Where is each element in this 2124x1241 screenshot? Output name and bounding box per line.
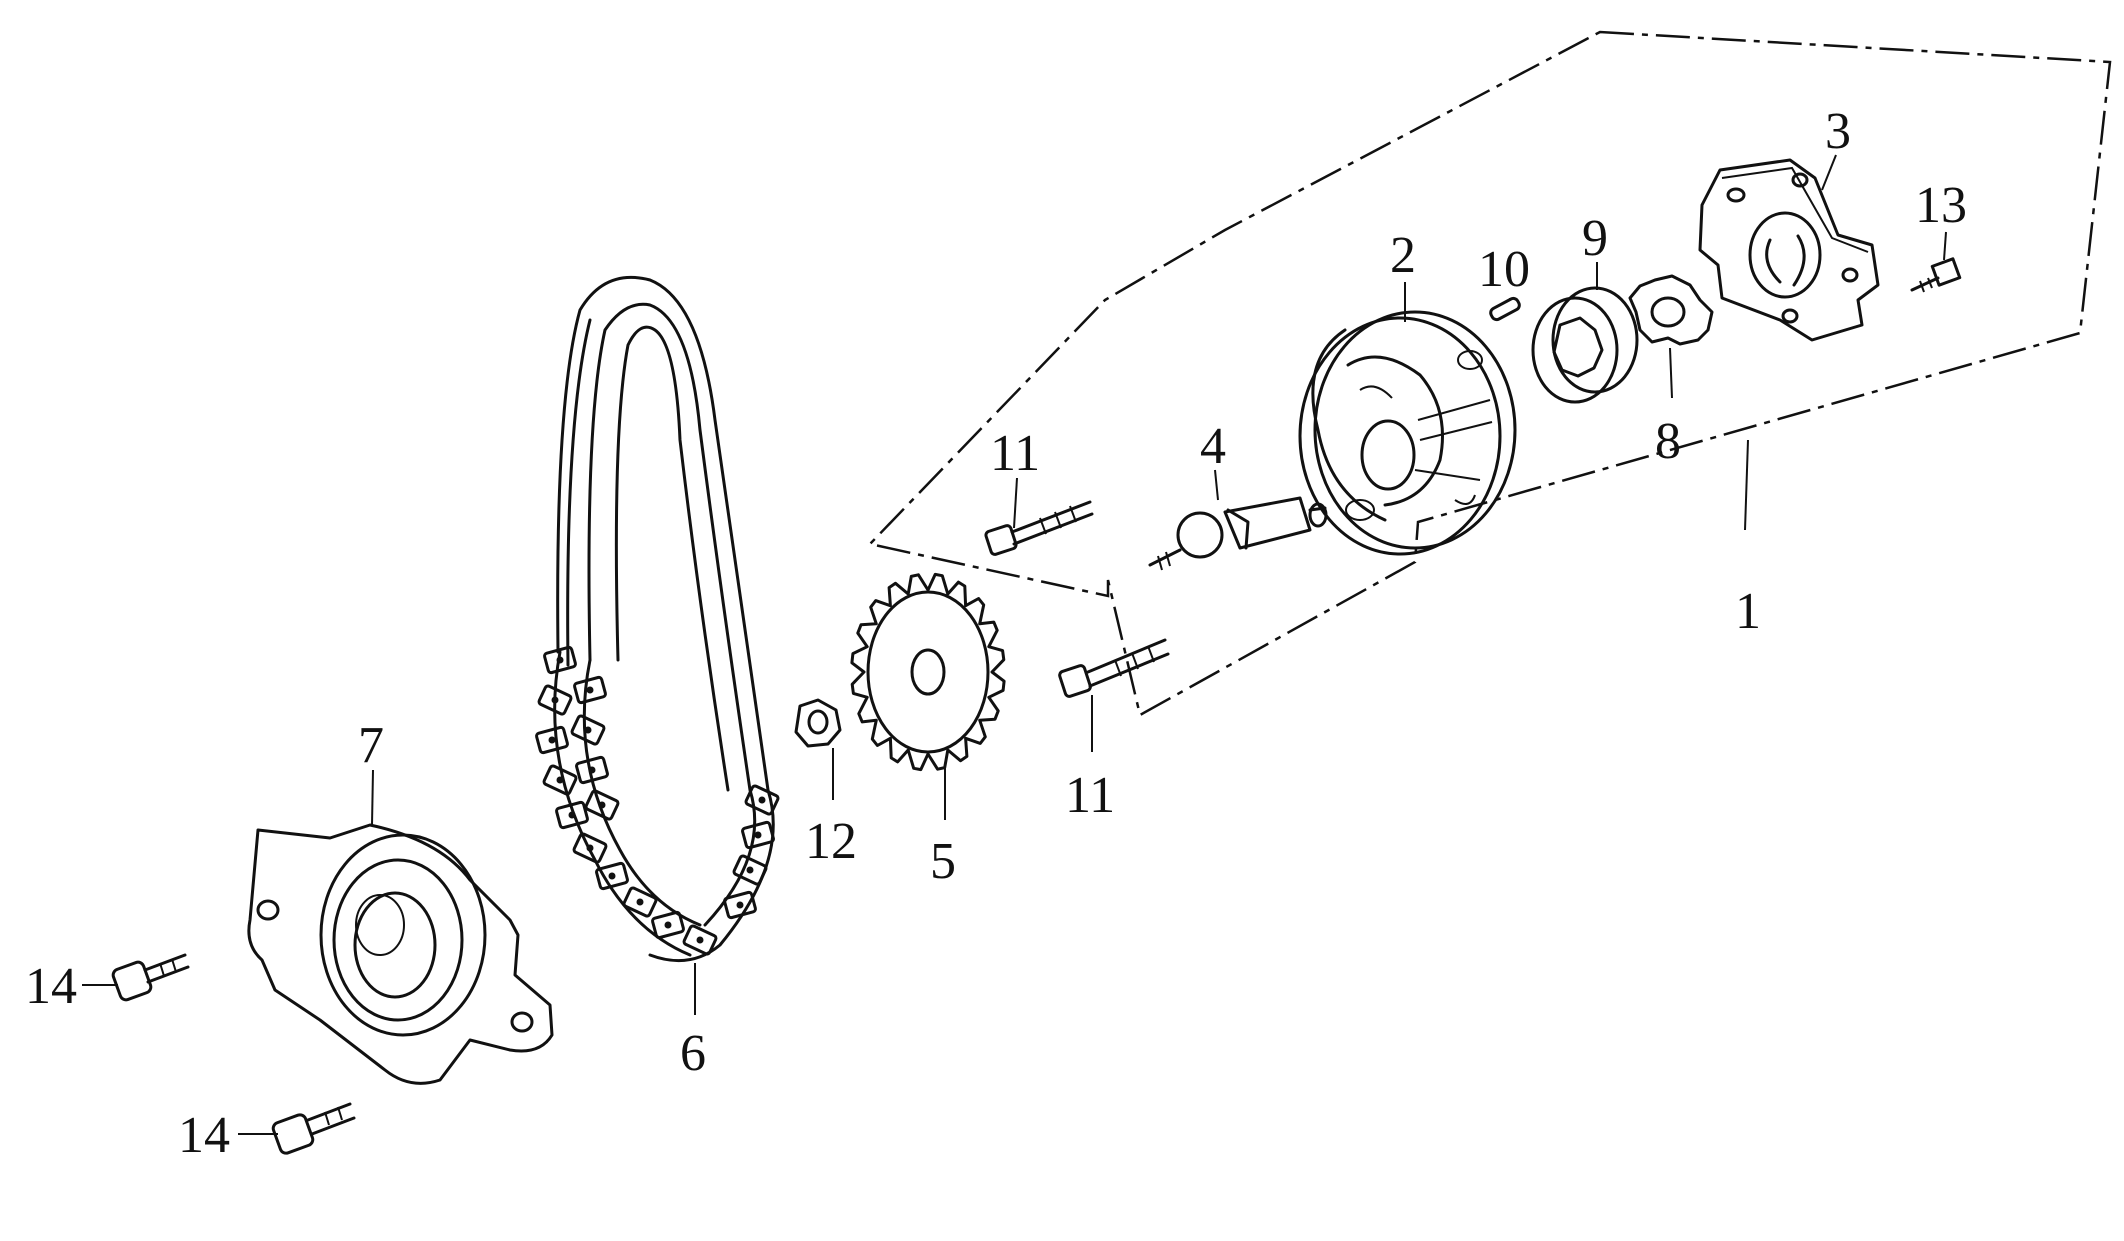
callout-6: 6 <box>680 1025 706 1082</box>
chain-link <box>682 924 718 956</box>
chain-pin <box>696 936 704 944</box>
chain-pin <box>586 686 594 694</box>
chain-guide-plate <box>247 823 554 1085</box>
leader-8 <box>1669 347 1673 399</box>
chain-link <box>537 684 573 716</box>
chain-pin <box>586 844 594 852</box>
callout-5: 5 <box>930 833 956 890</box>
chain-pin <box>551 696 559 704</box>
leader-3 <box>1821 154 1837 191</box>
sprocket <box>850 572 1006 772</box>
leader-13 <box>1943 231 1947 261</box>
chain-pin <box>588 766 596 774</box>
leader-1 <box>1744 439 1749 531</box>
leader-4 <box>1214 469 1219 501</box>
callout-1: 1 <box>1735 583 1761 640</box>
sprocket-nut <box>794 698 842 748</box>
callout-4: 4 <box>1200 418 1226 475</box>
chain-pin <box>568 811 576 819</box>
chain-pin <box>556 776 564 784</box>
callout-14-upper: 14 <box>25 958 77 1015</box>
callout-7: 7 <box>358 717 384 774</box>
bolt-upper <box>984 500 1094 556</box>
chain-pin <box>598 801 606 809</box>
callout-8: 8 <box>1655 413 1681 470</box>
leader-lines <box>82 154 1947 1135</box>
callout-3: 3 <box>1825 103 1851 160</box>
chain-pin <box>754 831 762 839</box>
chain-link <box>723 890 757 920</box>
chain-link <box>595 861 629 891</box>
chain-link <box>622 886 658 918</box>
callout-11-lower: 11 <box>1065 767 1115 824</box>
callout-11-upper: 11 <box>990 425 1040 482</box>
assembly-boundary-outline <box>867 30 2112 717</box>
chain-link <box>575 755 609 785</box>
chain-link <box>570 714 606 746</box>
chain-pin <box>664 921 672 929</box>
chain-link <box>651 910 685 940</box>
guide-bolt-upper <box>111 953 190 1002</box>
callout-12: 12 <box>805 813 857 870</box>
chain-pin <box>584 726 592 734</box>
chain-pin <box>608 872 616 880</box>
chain-pin <box>758 796 766 804</box>
chain-link <box>572 832 608 864</box>
chain-link <box>732 854 768 886</box>
pump-shaft <box>1148 496 1328 571</box>
callout-2: 2 <box>1390 227 1416 284</box>
cover-screw <box>1910 257 1962 293</box>
pump-body <box>1298 310 1517 556</box>
chain-link <box>543 645 577 675</box>
chain-link <box>744 784 780 816</box>
callout-9: 9 <box>1582 210 1608 267</box>
chain-link <box>542 764 578 796</box>
leader-7 <box>371 769 374 826</box>
callout-10: 10 <box>1478 241 1530 298</box>
chain-pin <box>746 866 754 874</box>
leader-11a <box>1013 477 1018 529</box>
chain-link <box>741 820 775 850</box>
dowel-pin <box>1489 296 1521 322</box>
chain-pin <box>636 898 644 906</box>
outer-rotor <box>1531 286 1639 404</box>
chain-link <box>535 725 569 755</box>
callout-labels: 1 2 3 4 5 6 7 8 9 10 11 11 12 13 14 14 <box>25 103 1967 1164</box>
chain-link <box>584 789 620 821</box>
chain-pin <box>556 656 564 664</box>
chain-link <box>555 800 589 830</box>
pump-cover-plate <box>1698 158 1880 342</box>
inner-rotor <box>1628 274 1714 346</box>
bolt-lower <box>1058 638 1170 698</box>
callout-13: 13 <box>1915 177 1967 234</box>
drive-chain <box>535 275 780 963</box>
chain-pin <box>736 901 744 909</box>
chain-link <box>573 675 607 705</box>
chain-pin <box>548 736 556 744</box>
guide-bolt-lower <box>271 1102 356 1155</box>
callout-14-lower: 14 <box>178 1107 230 1164</box>
